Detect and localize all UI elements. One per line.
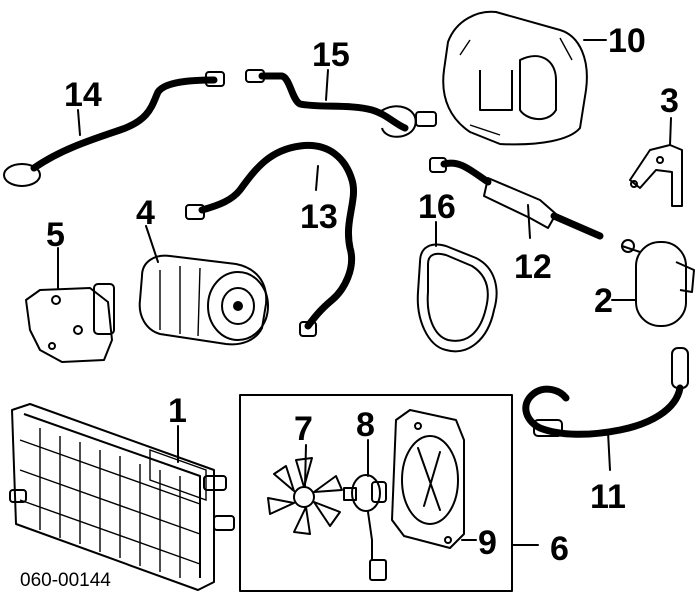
part-5-compressor-bracket (25, 247, 115, 363)
callout-16: 16 (418, 188, 456, 226)
part-16-belt (416, 221, 498, 353)
part-1-condenser (9, 403, 235, 591)
part-7-fan (267, 444, 343, 535)
callout-6: 6 (550, 530, 569, 568)
callout-15: 15 (312, 36, 350, 74)
part-12-liquid-tube (429, 157, 604, 240)
part-3-bracket (629, 117, 683, 207)
callout-1: 1 (168, 392, 187, 430)
callout-9: 9 (478, 524, 497, 562)
callout-2: 2 (594, 282, 613, 320)
callout-7: 7 (294, 410, 313, 448)
callout-5: 5 (46, 216, 65, 254)
callout-3: 3 (660, 82, 679, 120)
part-14-hose (3, 71, 225, 187)
fan-assembly-box (239, 394, 539, 592)
part-13-hose (185, 141, 357, 337)
callout-11: 11 (590, 478, 626, 516)
callout-13: 13 (300, 198, 338, 236)
callout-14: 14 (64, 76, 102, 114)
callout-8: 8 (356, 406, 375, 444)
callout-12: 12 (514, 248, 552, 286)
part-15-tube (245, 69, 437, 138)
part-4-compressor (138, 225, 269, 346)
part-10-case (442, 10, 607, 146)
part-2-receiver-drier (611, 239, 695, 327)
callout-10: 10 (608, 22, 646, 60)
callout-labels: 1 2 3 4 5 6 7 8 9 10 11 12 13 14 15 16 (46, 22, 679, 568)
diagram-part-number: 060-00144 (20, 570, 111, 591)
part-11-hose (522, 347, 689, 471)
part-8-fan-motor (343, 439, 387, 581)
part-9-fan-shroud (391, 409, 477, 549)
callout-4: 4 (136, 194, 155, 232)
